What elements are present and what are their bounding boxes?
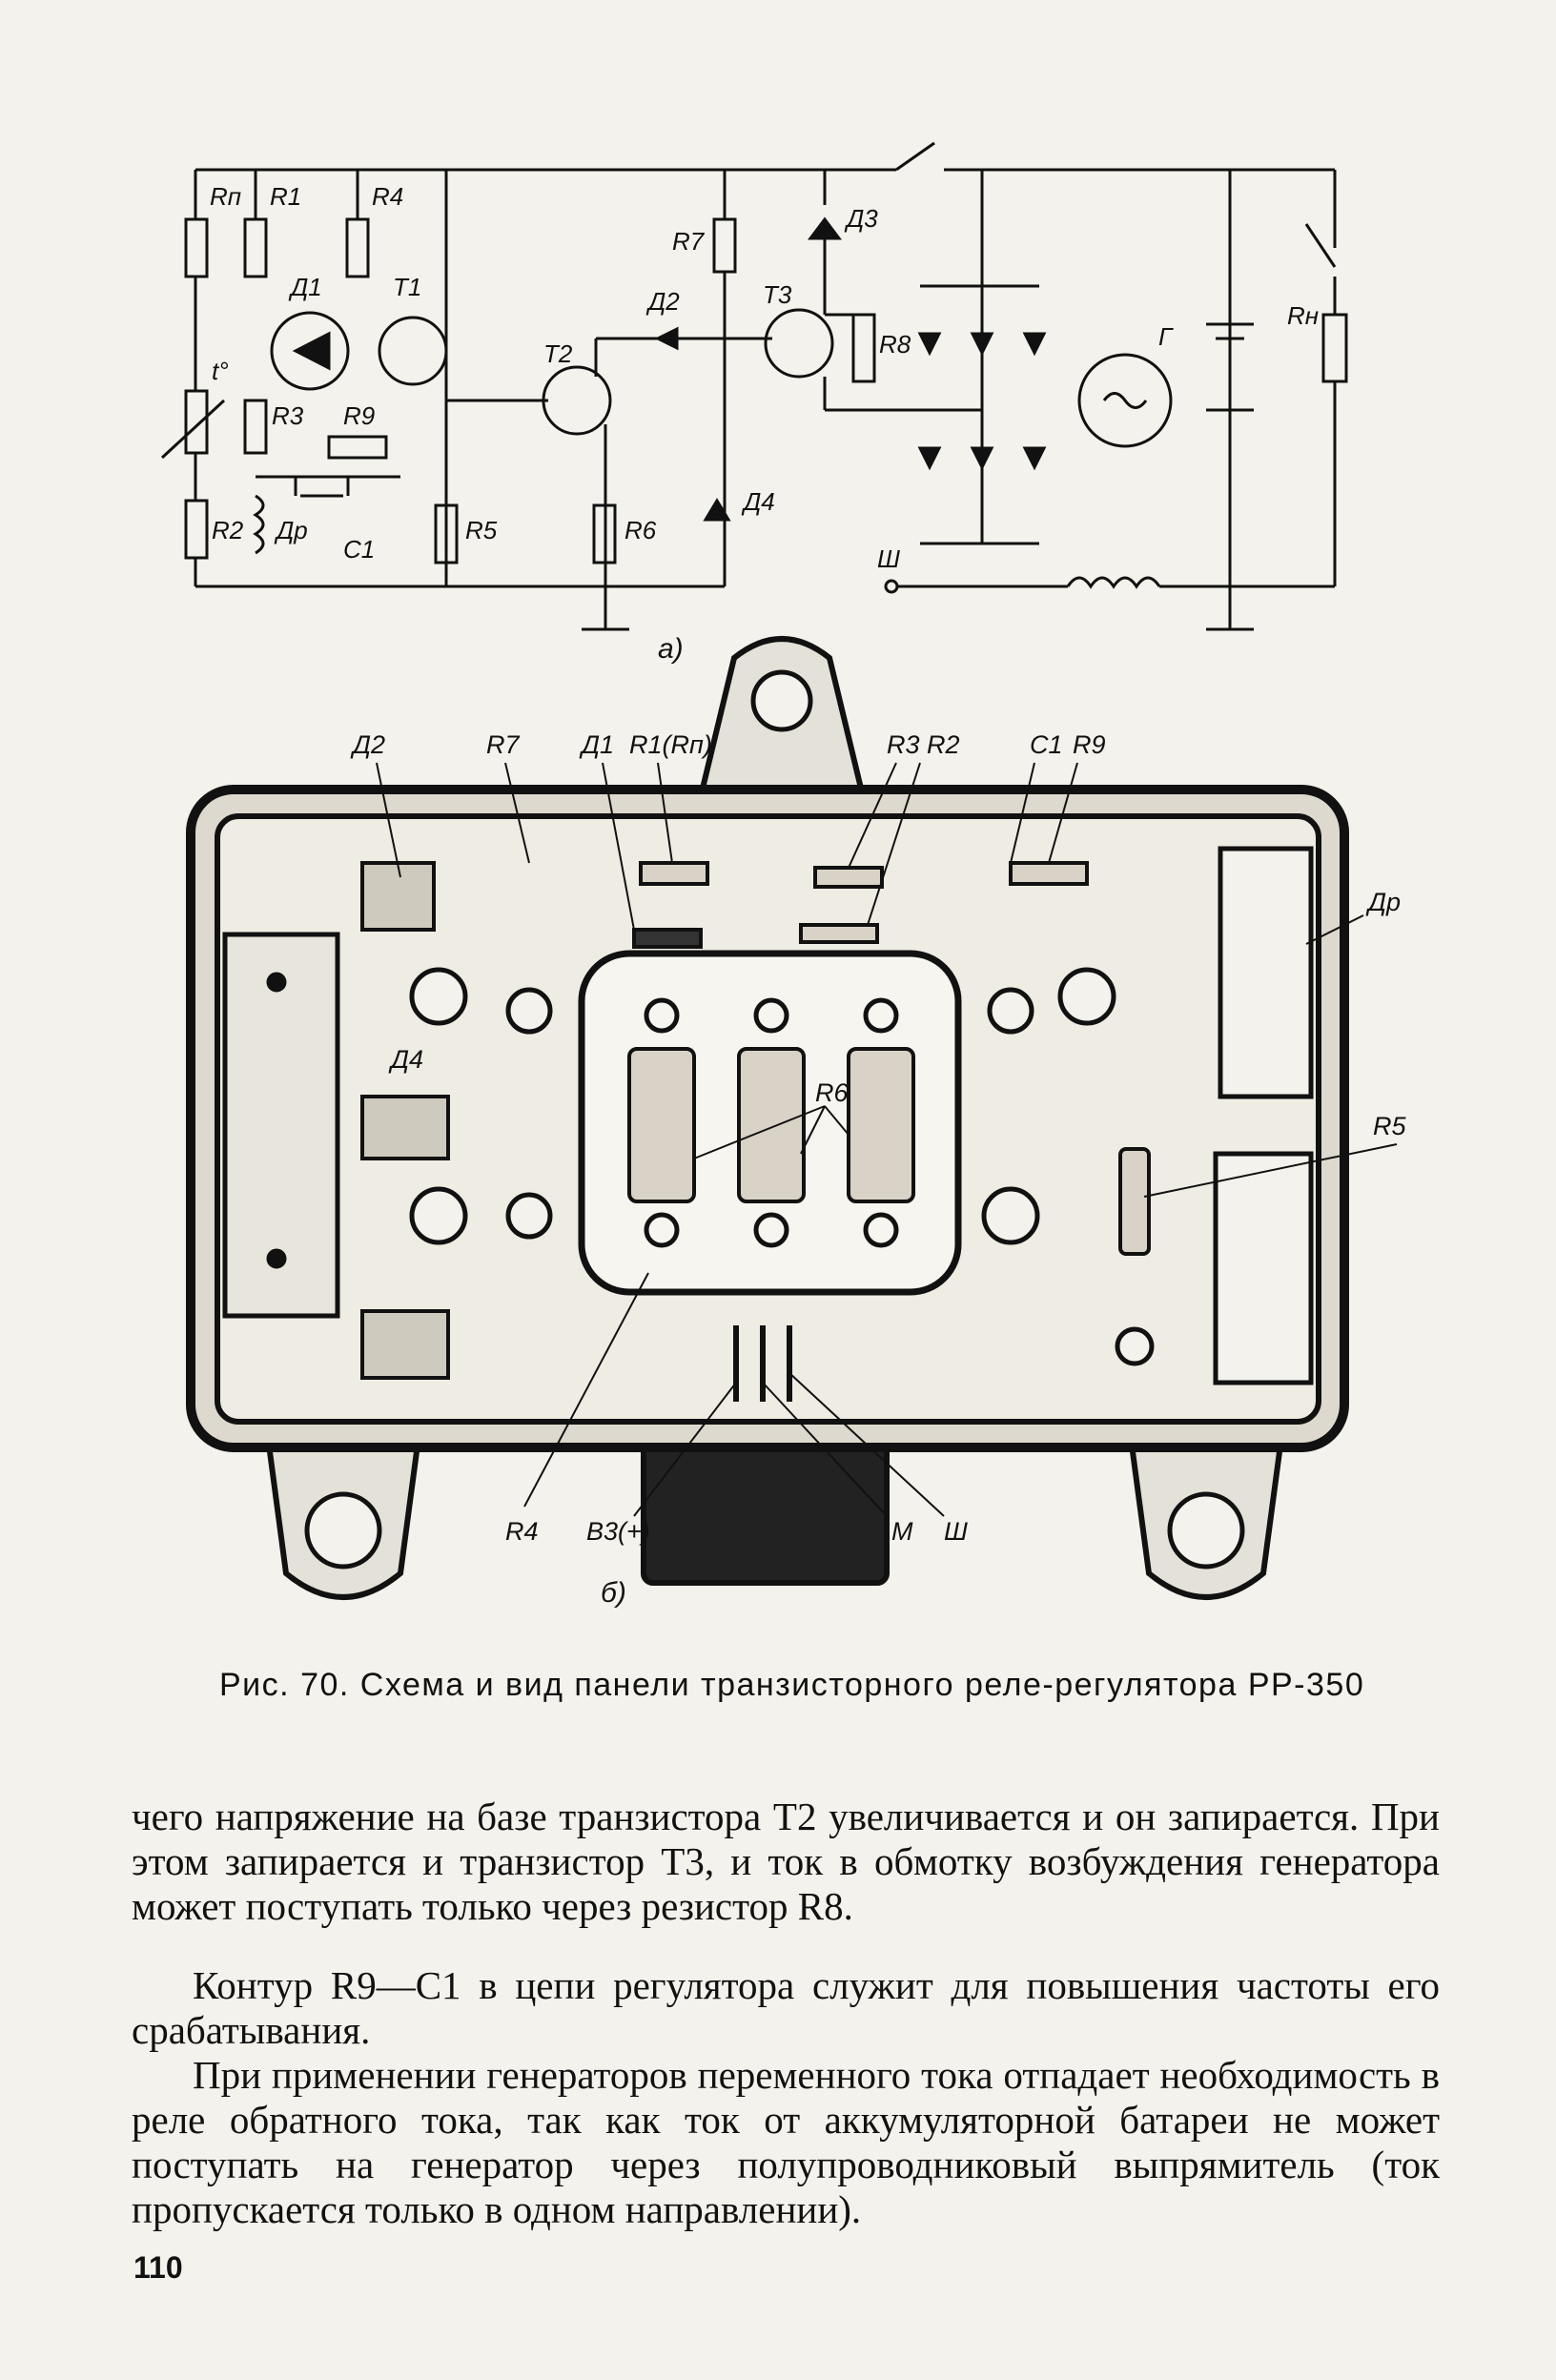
label-rn: Rн: [1287, 301, 1319, 330]
panel-label-d4: Д4: [388, 1045, 423, 1074]
panel-label-r6: R6: [815, 1078, 849, 1107]
sub-label-b: б): [601, 1577, 626, 1609]
label-t3: T3: [763, 280, 792, 309]
panel-label-c1: C1: [1030, 730, 1063, 759]
label-r1: R1: [270, 182, 301, 211]
panel-label-m: М: [891, 1517, 913, 1546]
label-rp: Rп: [210, 182, 241, 211]
schematic-labels: Rп R1 R4 R7 Д3 Д1 T1 Д2 T3 R8 Г Rн T2 t°…: [210, 182, 1319, 665]
panel-label-r7: R7: [486, 730, 520, 759]
label-c1: C1: [343, 535, 375, 564]
label-r8: R8: [879, 330, 911, 359]
label-t2: T2: [543, 339, 573, 368]
label-d2: Д2: [645, 287, 680, 316]
panel-view: [186, 636, 1398, 1600]
panel-label-d1: Д1: [579, 730, 614, 759]
figure-70: Rп R1 R4 R7 Д3 Д1 T1 Д2 T3 R8 Г Rн T2 t°…: [160, 141, 1406, 1609]
panel-label-r4: R4: [505, 1517, 539, 1546]
paragraph-3: При применении генераторов переменного т…: [132, 2053, 1440, 2231]
label-sh: Ш: [877, 544, 900, 573]
label-r7: R7: [672, 227, 706, 256]
label-r6: R6: [624, 516, 657, 544]
label-dr: Др: [274, 516, 308, 544]
label-d1: Д1: [288, 273, 322, 301]
panel-label-dr: Др: [1365, 888, 1401, 916]
panel-label-sh: Ш: [944, 1517, 968, 1546]
panel-label-r9: R9: [1073, 730, 1106, 759]
paragraph-2: Контур R9—C1 в цепи регулятора служит дл…: [132, 1963, 1440, 2052]
label-t1: T1: [393, 273, 421, 301]
label-d3: Д3: [844, 204, 878, 233]
label-r2: R2: [212, 516, 244, 544]
label-r5: R5: [465, 516, 498, 544]
panel-label-r3r2: R3 R2: [887, 730, 960, 759]
paragraph-1: чего напряжение на базе транзистора Т2 у…: [132, 1795, 1440, 1928]
label-r4: R4: [372, 182, 403, 211]
panel-label-d2: Д2: [350, 730, 385, 759]
label-g: Г: [1158, 322, 1174, 351]
panel-label-r5: R5: [1373, 1112, 1406, 1140]
label-r9: R9: [343, 401, 375, 430]
page-number: 110: [133, 2250, 183, 2285]
circuit-schematic: [160, 141, 1348, 631]
panel-label-v3: В3(+): [586, 1517, 650, 1546]
label-d4: Д4: [741, 487, 775, 516]
label-temp: t°: [212, 357, 229, 385]
panel-label-r1rp: R1(Rп): [629, 730, 712, 759]
panel-labels: Д2 R7 Д1 R1(Rп) R3 R2 C1 R9 Др Д4 R6 R5 …: [350, 730, 1406, 1609]
figure-caption: Рис. 70. Схема и вид панели транзисторно…: [219, 1667, 1365, 1703]
sub-label-a: а): [658, 633, 684, 665]
label-r3: R3: [272, 401, 304, 430]
